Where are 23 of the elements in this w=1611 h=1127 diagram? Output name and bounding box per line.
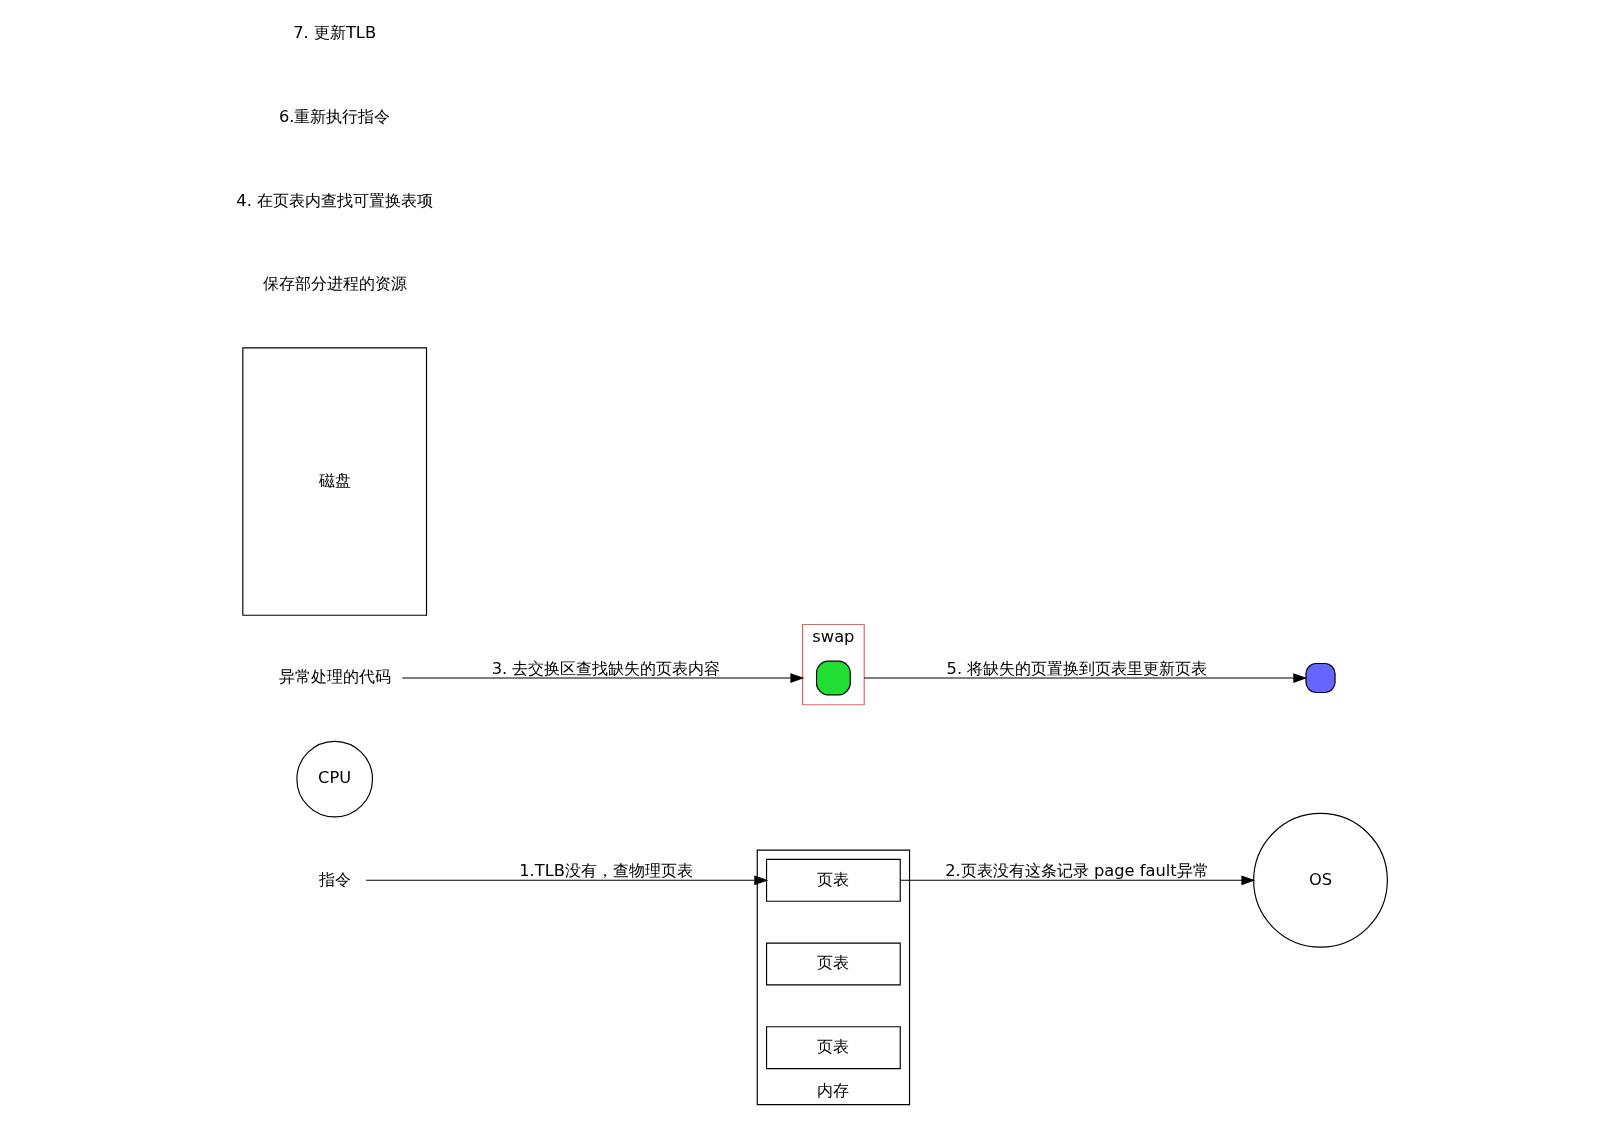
node-box — [815, 660, 851, 696]
arrow — [863, 673, 1308, 683]
node-circle: OS — [1253, 812, 1388, 948]
label: 7. 更新TLB — [293, 23, 377, 43]
node-text: 异常处理的代码 — [278, 667, 391, 687]
arrow — [401, 673, 805, 683]
cluster: swap — [802, 623, 865, 706]
edge-label: 1.TLB没有，查物理页表 — [519, 860, 693, 880]
label: 4. 在页表内查找可置换表项 — [236, 190, 434, 210]
edge-label: 3. 去交换区查找缺失的页表内容 — [491, 658, 721, 678]
arrow — [899, 875, 1256, 886]
arrow — [365, 875, 769, 886]
edge-label: 5. 将缺失的页置换到页表里更新页表 — [946, 658, 1208, 678]
node-box: 磁盘 — [242, 347, 428, 616]
edge-label: 2.页表没有这条记录 page fault异常 — [945, 860, 1209, 880]
node-box: 页表 — [765, 942, 901, 986]
node-text: 指令 — [318, 869, 351, 889]
node-circle: CPU — [296, 740, 374, 818]
node-box: 页表 — [765, 858, 901, 902]
label: 保存部分进程的资源 — [262, 274, 407, 294]
node-box — [1305, 662, 1336, 694]
node-box: 页表 — [765, 1026, 901, 1070]
label: 6.重新执行指令 — [278, 106, 391, 126]
